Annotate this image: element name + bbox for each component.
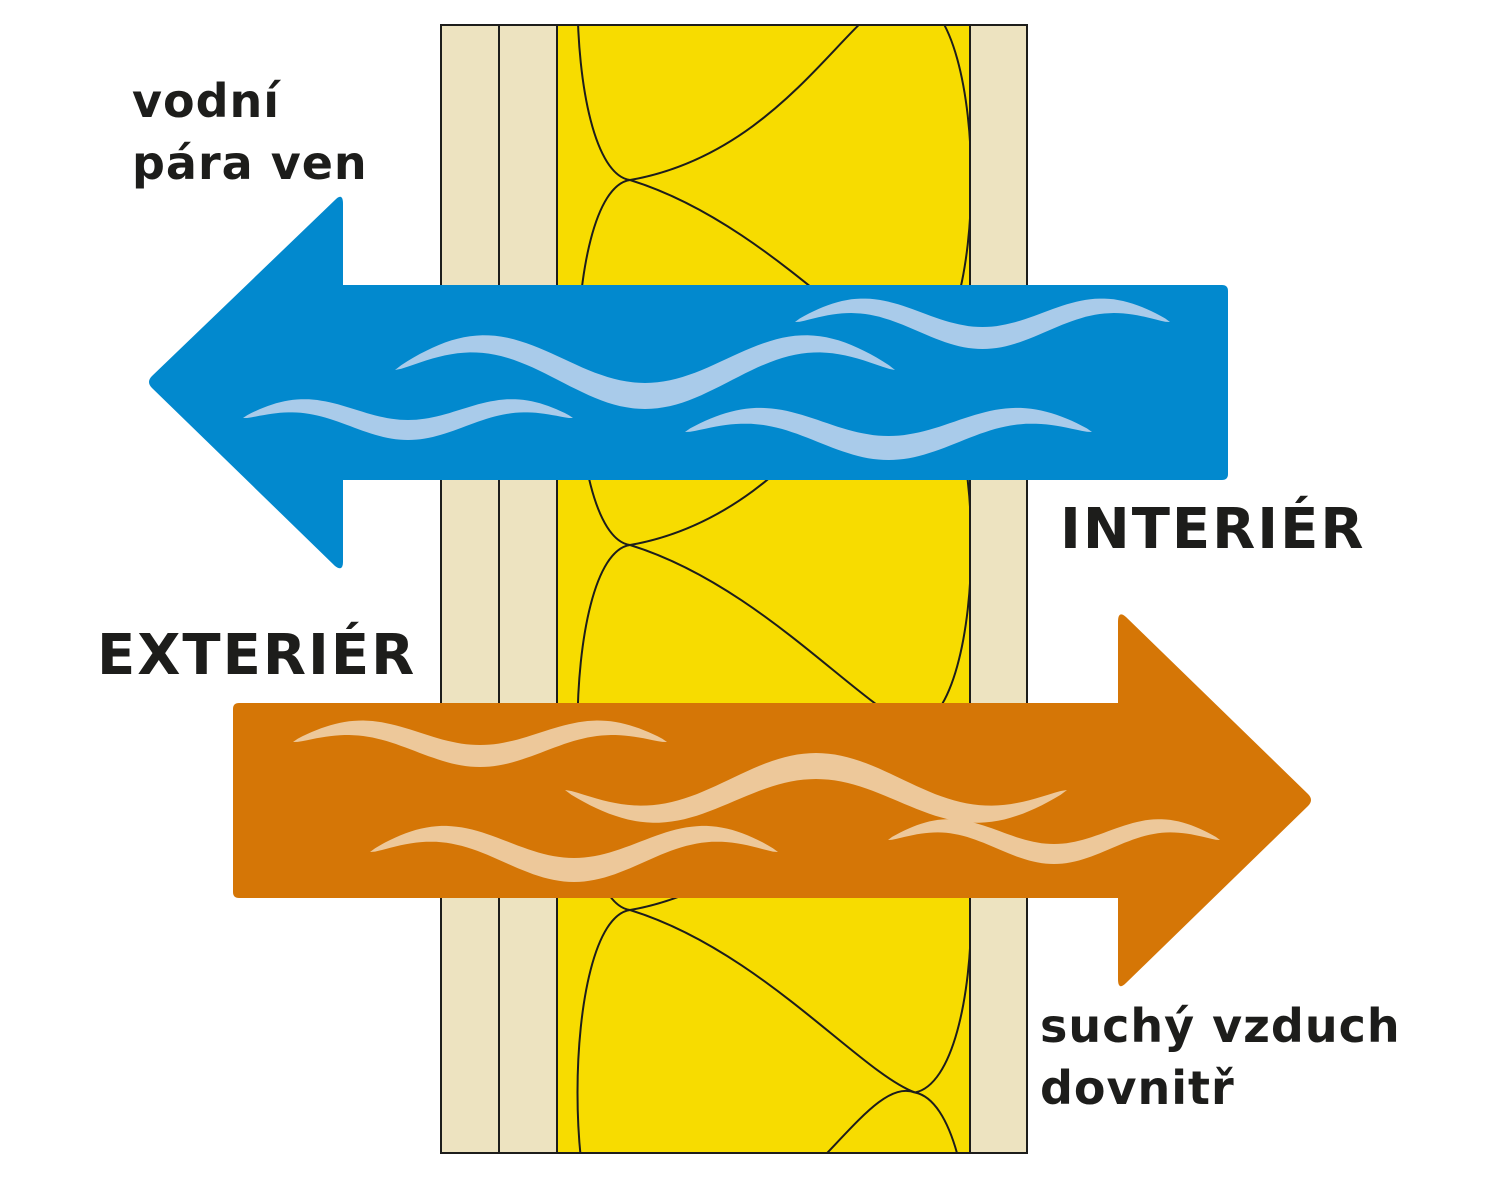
wave-stroke bbox=[565, 753, 1067, 823]
vapor-out-label-line1: vodní bbox=[132, 74, 281, 128]
wall-layers bbox=[440, 24, 1028, 1154]
dry-air-waves bbox=[293, 720, 1220, 882]
wave-stroke bbox=[370, 825, 778, 882]
wave-stroke bbox=[888, 819, 1220, 864]
wave-stroke bbox=[395, 335, 895, 409]
dry-air-in-label-line1: suchý vzduch bbox=[1040, 999, 1401, 1053]
wave-stroke bbox=[293, 720, 667, 767]
dry-air-in-arrow bbox=[233, 614, 1311, 987]
orange-arrow-shape bbox=[233, 614, 1311, 987]
vapor-out-label-line2: pára ven bbox=[132, 136, 368, 190]
interior-label: INTERIÉR bbox=[1060, 497, 1366, 562]
vapor-out-arrow bbox=[149, 196, 1228, 569]
wave-stroke bbox=[243, 399, 573, 440]
dry-air-in-label-line2: dovnitř bbox=[1040, 1061, 1235, 1115]
second-board bbox=[498, 24, 558, 1154]
exterior-label: EXTERIÉR bbox=[97, 623, 417, 688]
outer-board bbox=[440, 24, 500, 1154]
inner-board bbox=[969, 24, 1028, 1154]
wave-stroke bbox=[795, 298, 1170, 349]
wave-stroke bbox=[685, 407, 1092, 460]
vapor-waves bbox=[243, 298, 1170, 460]
insulation-batt-pattern bbox=[558, 26, 969, 1152]
